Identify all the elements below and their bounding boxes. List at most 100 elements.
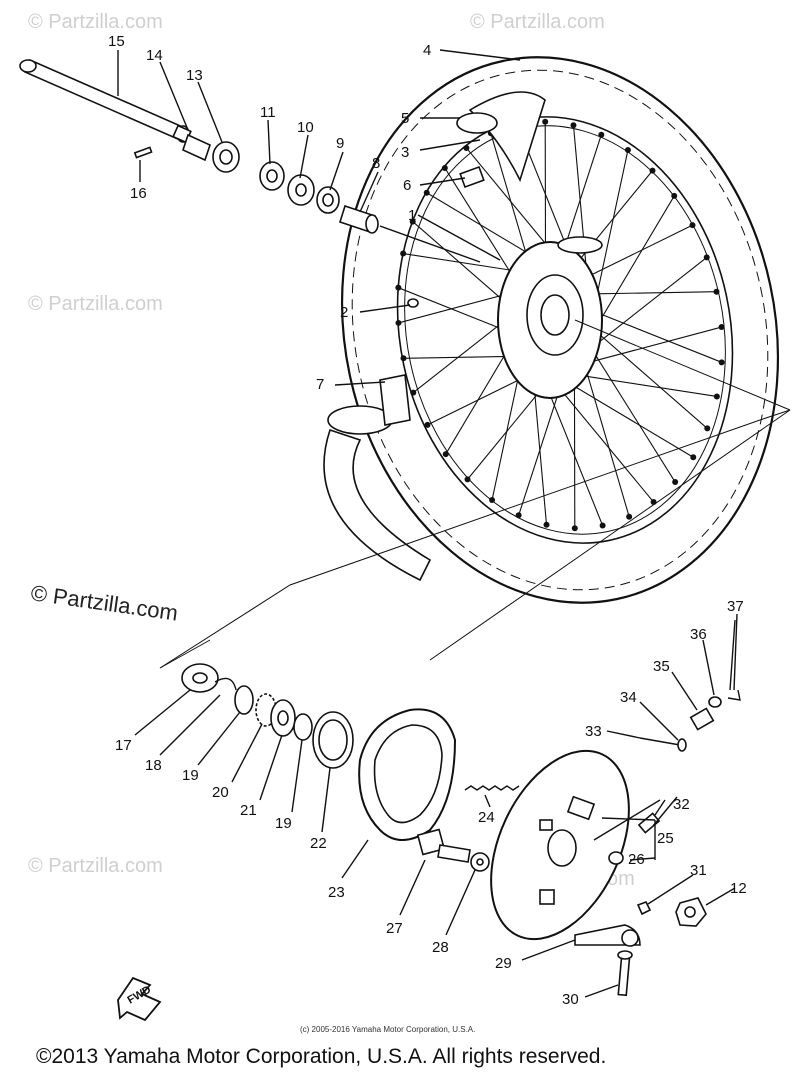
spoke <box>583 364 630 517</box>
small-credit: (c) 2005-2016 Yamaha Motor Corporation, … <box>300 1025 475 1034</box>
spoke-nipple <box>423 189 430 196</box>
callout-7: 7 <box>316 376 324 393</box>
spoke <box>568 170 653 273</box>
spoke-nipple <box>489 496 496 503</box>
callout-14: 14 <box>146 47 163 64</box>
callout-27: 27 <box>386 920 403 937</box>
watermark-2: © Partzilla.com <box>470 11 605 33</box>
callout-5: 5 <box>401 110 409 127</box>
spoke-nipple <box>649 167 656 174</box>
brake-parts <box>181 619 741 997</box>
spoke-nipple <box>463 144 470 151</box>
spoke-nipple <box>400 355 407 362</box>
callout-37: 37 <box>727 598 744 615</box>
spoke-nipple <box>424 421 431 428</box>
spoke <box>550 377 655 503</box>
callout-29: 29 <box>495 955 512 972</box>
callout-2: 2 <box>340 304 348 321</box>
callout-21: 21 <box>240 802 257 819</box>
spoke <box>591 256 708 349</box>
spoke-nipple <box>570 122 577 129</box>
spoke <box>584 326 722 364</box>
spoke-nipple <box>671 192 678 199</box>
callout-20: 20 <box>212 784 229 801</box>
watermark-3: © Partzilla.com <box>28 293 163 315</box>
callout-28: 28 <box>432 939 449 956</box>
callout-31: 31 <box>690 862 707 879</box>
spoke <box>594 195 675 330</box>
spoke-nipple <box>542 118 549 125</box>
callout-13: 13 <box>186 67 203 84</box>
spoke <box>588 291 717 295</box>
spoke-nipple <box>718 359 725 366</box>
callout-8: 8 <box>372 155 380 172</box>
spoke <box>593 310 722 363</box>
watermark-1: © Partzilla.com <box>28 11 163 33</box>
spoke-nipple <box>690 454 697 461</box>
leader-lines <box>117 49 738 998</box>
callout-15: 15 <box>108 33 125 50</box>
callout-11: 11 <box>260 104 276 121</box>
spoke-nipple <box>703 254 710 261</box>
callout-3: 3 <box>401 144 409 161</box>
callout-22: 22 <box>310 835 327 852</box>
callout-24: 24 <box>478 809 495 826</box>
plane-line-top <box>159 409 791 669</box>
watermark-main: © Partzilla.com <box>29 580 179 625</box>
fwd-arrow: FWD <box>117 976 162 1022</box>
callout-6: 6 <box>403 177 411 194</box>
callout-19a: 19 <box>182 767 199 784</box>
watermark-4: © Partzilla.com <box>28 855 163 877</box>
callout-35: 35 <box>653 658 670 675</box>
callouts: 4 5 3 6 1 2 7 8 9 10 11 13 14 15 16 17 1… <box>108 33 747 1008</box>
callout-16: 16 <box>130 185 147 202</box>
callout-36: 36 <box>690 626 707 643</box>
spoke-nipple <box>624 147 631 154</box>
spoke-nipple <box>464 476 471 483</box>
callout-4: 4 <box>423 42 431 59</box>
spoke-nipple <box>395 284 402 291</box>
callout-30: 30 <box>562 991 579 1008</box>
callout-25: 25 <box>657 830 674 847</box>
spoke-nipple <box>626 513 633 520</box>
spoke-nipple <box>713 288 720 295</box>
spoke-nipple <box>395 319 402 326</box>
spoke-nipple <box>442 451 449 458</box>
spoke-nipple <box>441 164 448 171</box>
callout-12: 12 <box>730 880 747 897</box>
callout-34: 34 <box>620 689 637 706</box>
axle-parts <box>19 58 481 308</box>
spoke-nipple <box>543 521 550 528</box>
spoke-nipple <box>718 324 725 331</box>
callout-9: 9 <box>336 135 344 152</box>
spoke <box>594 329 708 429</box>
callout-17: 17 <box>115 737 132 754</box>
plane-line-bottom <box>429 409 791 661</box>
spoke <box>575 374 717 397</box>
spoke-nipple <box>410 389 417 396</box>
spoke-nipple <box>598 131 605 138</box>
spoke <box>518 379 564 516</box>
callout-33: 33 <box>585 723 602 740</box>
spoke <box>563 379 694 458</box>
copyright-text: ©2013 Yamaha Motor Corporation, U.S.A. A… <box>36 1045 606 1068</box>
callout-1: 1 <box>408 207 416 224</box>
spoke-nipple <box>515 512 522 519</box>
callout-26: 26 <box>628 851 645 868</box>
spoke-nipple <box>400 250 407 257</box>
spoke-nipple <box>409 218 416 225</box>
spoke-nipple <box>571 525 578 532</box>
callout-32: 32 <box>673 796 690 813</box>
wheel-assembly <box>323 56 780 604</box>
spoke-nipple <box>689 222 696 229</box>
callout-23: 23 <box>328 884 345 901</box>
spoke-nipple <box>713 393 720 400</box>
callout-19b: 19 <box>275 815 292 832</box>
spoke-nipple <box>672 479 679 486</box>
spokes <box>395 118 725 532</box>
spoke <box>593 149 629 311</box>
spoke-nipple <box>599 522 606 529</box>
callout-18: 18 <box>145 757 162 774</box>
callout-10: 10 <box>297 119 314 136</box>
